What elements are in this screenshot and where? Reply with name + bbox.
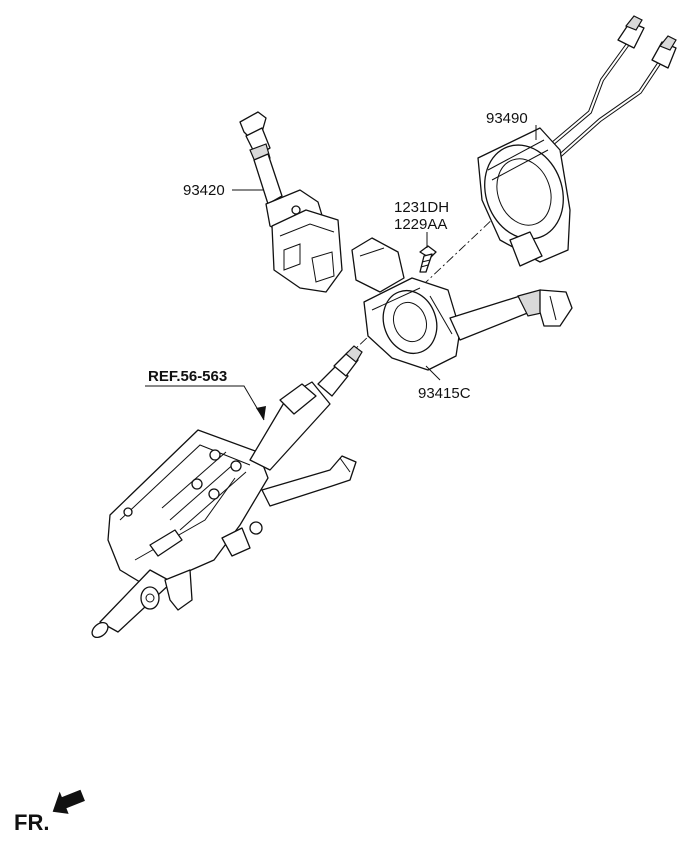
wiper-switch-93420 <box>239 111 343 293</box>
leader-ref-arrowhead <box>256 406 266 420</box>
label-1231dh: 1231DH <box>394 199 449 216</box>
clock-spring-93490 <box>477 15 677 267</box>
leader-ref <box>145 385 265 421</box>
leader-93415c <box>425 365 441 381</box>
multifunction-switch-93415c <box>351 237 573 371</box>
assembly-centerline <box>351 197 516 353</box>
steering-column-assembly <box>91 345 363 639</box>
mounting-screw <box>419 245 437 273</box>
label-93420: 93420 <box>183 182 225 199</box>
front-direction-arrow-icon <box>52 789 85 814</box>
label-ref-56-563: REF.56-563 <box>148 368 227 385</box>
label-93490: 93490 <box>486 110 528 127</box>
front-indicator-label: FR. <box>14 810 49 835</box>
label-1229aa: 1229AA <box>394 216 447 233</box>
label-93415c: 93415C <box>418 385 471 402</box>
